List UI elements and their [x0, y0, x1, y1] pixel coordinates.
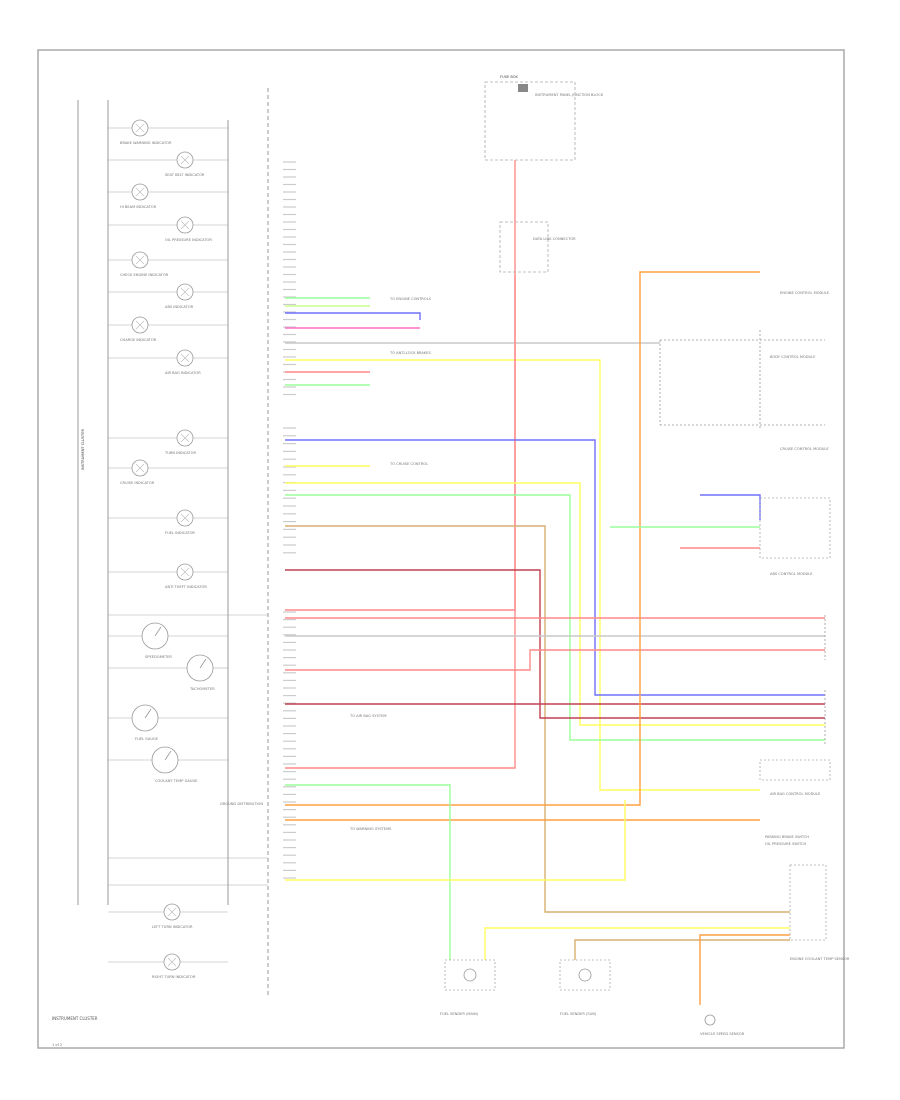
indicator-label: CHECK ENGINE INDICATOR	[120, 273, 169, 277]
gauge-label: SPEEDOMETER	[145, 655, 172, 659]
indicator-bulb: HI BEAM INDICATOR	[108, 183, 228, 209]
fuel-sender-1: FUEL SENDER (MAIN)	[440, 1012, 479, 1016]
indicator-bulb: CRUISE INDICATOR	[108, 459, 228, 485]
indicator-bulb: OIL PRESSURE INDICATOR	[108, 216, 228, 242]
indicator-bulb: AIR BAG INDICATOR	[108, 349, 228, 375]
cluster-title: INSTRUMENT CLUSTER	[81, 429, 85, 470]
inline-note-1: TO ANTI-LOCK BRAKES	[389, 351, 431, 355]
gauge-label: TACHOMETER	[189, 687, 215, 691]
wire	[285, 800, 626, 881]
indicator-label: FUEL INDICATOR	[165, 531, 195, 535]
wire	[285, 359, 760, 791]
diagram-frame	[37, 49, 845, 1049]
indicator-bulb: SEAT BELT INDICATOR	[108, 151, 228, 177]
right-component-0: ENGINE CONTROL MODULE	[780, 291, 830, 295]
inline-note-0: TO ENGINE CONTROLS	[389, 297, 432, 301]
gauges: SPEEDOMETER TACHOMETER FUEL GAUGE COOLANT T…	[108, 622, 228, 783]
indicator-label: ABS INDICATOR	[165, 305, 194, 309]
indicator-label: TURN INDICATOR	[164, 451, 196, 455]
right-component-6: OIL PRESSURE SWITCH	[765, 842, 806, 846]
wire	[699, 934, 790, 1005]
connector-top-label: FUSE BOX	[500, 75, 518, 79]
indicator-label: ANTI THEFT INDICATOR	[165, 585, 207, 589]
indicator-label: HI BEAM INDICATOR	[120, 205, 157, 209]
indicator-label: RIGHT TURN INDICATOR	[152, 975, 196, 979]
wires	[285, 160, 825, 1005]
wire	[484, 927, 790, 960]
gauge-dial: TACHOMETER	[108, 654, 228, 691]
inline-note-4: TO WARNING SYSTEMS	[349, 827, 392, 831]
indicator-bulb: CHARGE INDICATOR	[108, 316, 228, 342]
right-component-5: PARKING BRAKE SWITCH	[765, 835, 809, 839]
right-component-7: ENGINE COOLANT TEMP SENSOR	[790, 957, 850, 961]
indicator-bulb: LEFT TURN INDICATOR	[108, 903, 228, 929]
wire	[285, 439, 825, 696]
labels: INSTRUMENT CLUSTER 1 of 2 INSTRUMENT CLU…	[52, 75, 850, 1047]
indicator-bulb: FUEL INDICATOR	[108, 509, 228, 535]
gauge-dial: COOLANT TEMP GAUGE	[108, 746, 228, 783]
right-component-1: BODY CONTROL MODULE	[770, 355, 816, 359]
diagram-caption: INSTRUMENT CLUSTER	[52, 1016, 98, 1021]
indicator-label: CHARGE INDICATOR	[120, 338, 157, 342]
right-component-2: CRUISE CONTROL MODULE	[780, 447, 829, 451]
indicator-label: OIL PRESSURE INDICATOR	[165, 238, 212, 242]
right-component-3: ABS CONTROL MODULE	[770, 572, 813, 576]
right-components	[659, 330, 831, 941]
page-code: 1 of 2	[52, 1043, 62, 1047]
indicator-bulb: BRAKE WARNING INDICATOR	[108, 119, 228, 145]
wire	[285, 275, 516, 769]
indicator-label: AIR BAG INDICATOR	[165, 371, 201, 375]
indicator-bulb: TURN INDICATOR	[108, 429, 228, 455]
right-component-4: AIR BAG CONTROL MODULE	[770, 792, 821, 796]
wire	[285, 569, 825, 719]
wire	[285, 312, 421, 320]
inline-note-2: TO CRUISE CONTROL	[389, 462, 428, 466]
gauge-label: COOLANT TEMP GAUGE	[155, 779, 198, 783]
inline-note-3: TO AIR BAG SYSTEM	[349, 714, 386, 718]
top-connectors	[484, 81, 576, 273]
gauge-label: FUEL GAUGE	[135, 737, 159, 741]
indicator-label: LEFT TURN INDICATOR	[152, 925, 193, 929]
relay-label: DATA LINK CONNECTOR	[533, 237, 576, 241]
wire	[285, 482, 825, 726]
fuel-sender-2: FUEL SENDER (SUB)	[560, 1012, 597, 1016]
connector-pins	[283, 161, 296, 879]
indicator-label: BRAKE WARNING INDICATOR	[120, 141, 172, 145]
sensor-bottom: VEHICLE SPEED SENSOR	[700, 1032, 745, 1036]
indicator-bulb: ABS INDICATOR	[108, 283, 228, 309]
left-bus	[77, 88, 269, 998]
indicator-bulb: RIGHT TURN INDICATOR	[108, 953, 228, 979]
indicator-label: SEAT BELT INDICATOR	[165, 173, 205, 177]
fuel-senders	[444, 959, 716, 1026]
gauge-dial: FUEL GAUGE	[108, 704, 228, 741]
connector-top-note: INSTRUMENT PANEL JUNCTION BLOCK	[535, 93, 604, 97]
wire	[285, 649, 825, 671]
wire	[285, 525, 790, 913]
wire	[285, 784, 451, 960]
indicator-bulb: ANTI THEFT INDICATOR	[108, 563, 228, 589]
indicator-bulbs: BRAKE WARNING INDICATOR SEAT BELT INDICAT…	[108, 119, 268, 979]
wire	[700, 494, 761, 520]
wire	[285, 271, 760, 806]
indicator-bulb: CHECK ENGINE INDICATOR	[108, 251, 228, 277]
wire	[574, 939, 790, 960]
ground-label: GROUND DISTRIBUTION	[220, 802, 263, 806]
indicator-label: CRUISE INDICATOR	[120, 481, 155, 485]
gauge-dial: SPEEDOMETER	[108, 622, 228, 659]
